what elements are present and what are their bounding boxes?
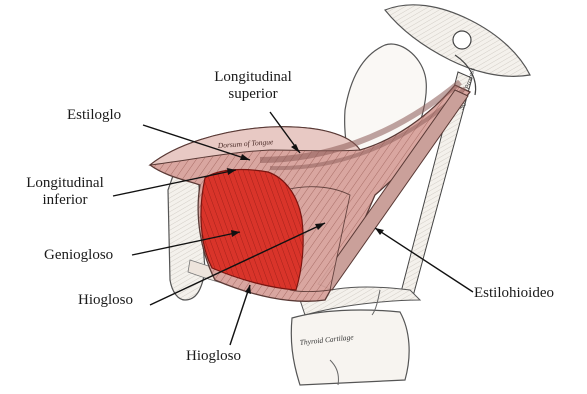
- label-longitudinal-superior-line2: superior: [198, 86, 308, 103]
- label-longitudinal-inferior-line1: Longitudinal: [10, 175, 120, 192]
- label-hiogloso-1: Hiogloso: [78, 292, 133, 309]
- label-geniogloso: Geniogloso: [44, 247, 113, 264]
- label-hiogloso-2: Hiogloso: [186, 348, 241, 365]
- label-longitudinal-superior: Longitudinal superior: [198, 69, 308, 103]
- label-longitudinal-inferior-line2: inferior: [10, 192, 120, 209]
- label-longitudinal-superior-line1: Longitudinal: [198, 69, 308, 86]
- label-longitudinal-inferior: Longitudinal inferior: [10, 175, 120, 209]
- label-estilohioideo: Estilohioideo: [474, 285, 554, 302]
- leader-hiogloso-2: [230, 285, 250, 345]
- label-estilogloso: Estiloglo: [67, 107, 121, 124]
